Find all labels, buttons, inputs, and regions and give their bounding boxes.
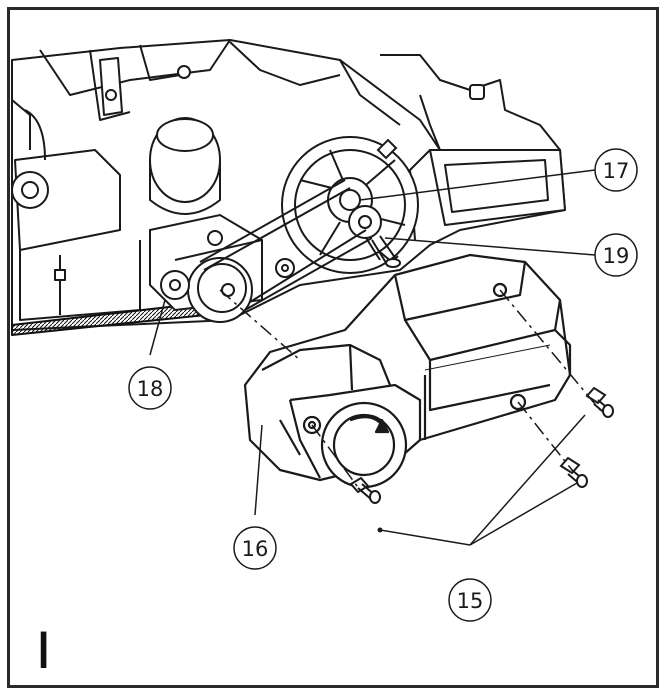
leader-lines bbox=[149, 169, 596, 546]
callout-17: 17 bbox=[594, 148, 638, 192]
callout-15: 15 bbox=[448, 578, 492, 622]
panel-letter: I bbox=[38, 622, 50, 680]
callout-19: 19 bbox=[594, 233, 638, 277]
drive-pulley-17 bbox=[281, 136, 419, 274]
screw-left bbox=[349, 476, 381, 504]
motor-pulley-18 bbox=[149, 213, 295, 323]
cover-screws-15 bbox=[349, 386, 614, 504]
belt-cover-16 bbox=[243, 253, 572, 489]
leader-dot bbox=[377, 527, 383, 533]
callout-18: 18 bbox=[128, 366, 172, 410]
screw-upper-right bbox=[585, 386, 614, 418]
callout-15-label: 15 bbox=[457, 589, 484, 613]
callout-18-label: 18 bbox=[137, 377, 164, 401]
shaft-screw-19 bbox=[371, 235, 401, 268]
callout-17-label: 17 bbox=[603, 159, 630, 183]
screw-lower-right bbox=[559, 456, 588, 488]
callout-19-label: 19 bbox=[603, 244, 630, 268]
assembly-lines bbox=[219, 289, 601, 491]
drive-belt bbox=[199, 179, 373, 311]
callout-16-label: 16 bbox=[242, 537, 269, 561]
callout-16: 16 bbox=[233, 526, 277, 570]
